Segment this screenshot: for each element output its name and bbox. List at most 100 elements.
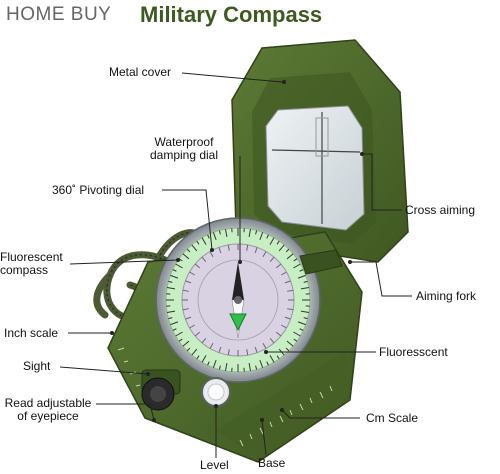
dial-tick [293, 263, 301, 269]
label-pivoting-dial: 360˚ Pivoting dial [52, 183, 145, 197]
label-cm-scale: Cm Scale [366, 411, 419, 425]
inner-dial-tick [287, 308, 294, 311]
dial-tick [212, 232, 217, 241]
dial-tick [170, 274, 179, 279]
dial-tick [196, 355, 200, 360]
dial-tick [293, 331, 301, 337]
dial-tick [207, 361, 210, 366]
dial-tick [175, 263, 183, 269]
inner-dial-tick [275, 263, 282, 269]
dial-tick [286, 340, 294, 347]
dial-inner-ring [197, 259, 279, 341]
inner-dial-tick [185, 316, 192, 320]
level-bubble [201, 377, 231, 407]
dial-tick [172, 328, 177, 331]
inner-dial-tick [182, 289, 189, 292]
label-fluoresscent: Fluoresscent [379, 345, 448, 359]
inner-dial-tick [227, 349, 230, 356]
dial-tick [259, 232, 264, 241]
label-eyepiece: Read adjustable of eyepiece [0, 397, 96, 423]
dial-tick [168, 317, 173, 320]
dial-tick [207, 234, 210, 239]
leader-lines [59, 72, 412, 458]
dial-tick [218, 230, 221, 235]
dial-tick [248, 362, 251, 371]
inner-dial-tick [201, 337, 207, 344]
dial-tick [196, 240, 200, 245]
dial-tick [276, 355, 280, 360]
dial-tick [297, 274, 306, 279]
dial-tick [212, 359, 217, 368]
inner-dial-tick [287, 289, 294, 292]
dial-tick [167, 287, 176, 290]
label-waterproof-damping-dial: Waterproof damping dial [128, 136, 240, 162]
dial-tick [175, 331, 183, 337]
compass-needle [229, 262, 247, 339]
sight-mirror [265, 105, 365, 231]
sight-eyepiece [141, 369, 181, 411]
label-cross-aiming: Cross aiming [405, 203, 476, 217]
dial-tick [293, 258, 298, 262]
dial-tick [186, 347, 191, 352]
aiming-fork [299, 249, 343, 275]
dial-tick [248, 229, 251, 238]
label-aiming-fork: Aiming fork [416, 289, 477, 303]
dial-tick [285, 347, 290, 352]
inner-dial-tick [194, 263, 201, 269]
brand-name: HOME BUY [6, 4, 112, 25]
leader-dots [110, 80, 364, 422]
dial-tick [303, 317, 308, 320]
inner-dial-tick [254, 247, 258, 254]
inner-dial-tick [269, 337, 275, 344]
cm-scale-ticks [239, 385, 333, 447]
dial-tick [299, 328, 304, 331]
dial-tick [172, 269, 177, 272]
inner-dial-tick [227, 244, 230, 251]
label-fluorescent-compass: Fluorescent compass [0, 251, 63, 277]
inner-dial-tick [189, 271, 195, 276]
dial-tick [182, 253, 190, 260]
dial-tick [225, 362, 228, 371]
inner-dial-tick [281, 271, 287, 276]
dial-tick [255, 365, 258, 370]
inner-dial-tick [194, 331, 201, 337]
label-waterproof-line1: Waterproof [154, 135, 214, 149]
dial-tick [201, 237, 207, 245]
label-eyepiece-line2: of eyepiece [17, 409, 79, 423]
product-title: Military Compass [140, 2, 323, 27]
dial-ticks [166, 228, 310, 372]
dial-tick [278, 244, 285, 252]
dial-tick [259, 359, 264, 368]
dial-tick [191, 244, 198, 252]
dial-tick [255, 230, 258, 235]
label-fluorescent-line2: compass [0, 263, 49, 277]
label-waterproof-line2: damping dial [149, 148, 219, 162]
inner-dial-tick [281, 324, 287, 329]
inner-dial-tick [254, 346, 258, 353]
dial-tick [300, 310, 309, 313]
label-metal-cover: Metal cover [109, 65, 172, 79]
header: HOME BUY Military Compass [0, 0, 500, 34]
dial-tick [266, 361, 269, 366]
label-eyepiece-line1: Read adjustable [4, 396, 92, 410]
inner-dial-tick [189, 324, 195, 329]
inner-dial-tick [218, 247, 222, 254]
dial-tick [269, 237, 275, 245]
inner-dial-tick [185, 280, 192, 284]
inner-dial-tick [246, 349, 249, 356]
dial-tick [286, 253, 294, 260]
inner-dial-tick [218, 346, 222, 353]
dial-tick [167, 310, 176, 313]
dial-tick [300, 287, 309, 290]
dial-tick [297, 321, 306, 326]
inner-dial-tick [209, 251, 214, 257]
dial-tick [276, 240, 280, 245]
dial-tick [293, 338, 298, 342]
inner-dial-tick [262, 251, 267, 257]
dial-tick [266, 234, 269, 239]
dial-tick [303, 280, 308, 283]
dial-tick [178, 338, 183, 342]
inner-dial-tick [209, 343, 214, 349]
label-level: Level [200, 458, 229, 472]
